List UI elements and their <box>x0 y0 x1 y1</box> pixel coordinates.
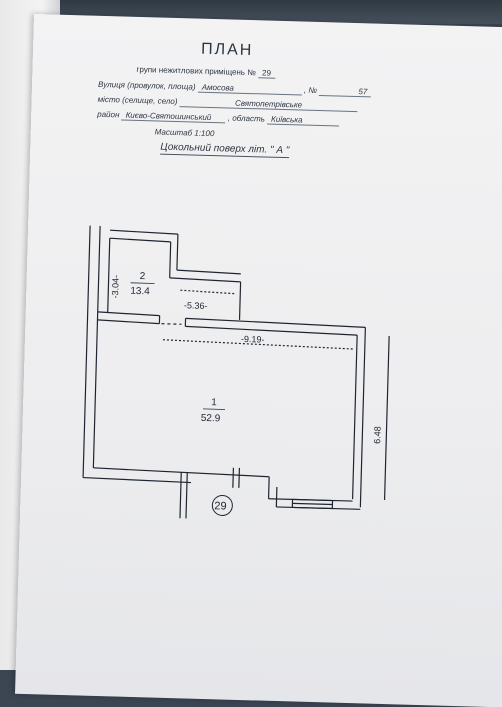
wall-room2-top-inner <box>110 238 171 242</box>
dim-left-vertical: -3.04- <box>110 275 121 299</box>
wall-left-inner <box>93 226 100 468</box>
dimension-line-top-small <box>180 290 236 294</box>
dimension-line-right <box>385 336 390 500</box>
wall-room2-left <box>108 238 110 312</box>
entrance-line-2 <box>186 472 187 518</box>
entrance-line-3 <box>233 468 234 488</box>
dimension-labels: -3.04- -5.36- -9.19- 6.48 <box>106 275 386 444</box>
wall-room2-step-outer <box>177 270 241 274</box>
room-1-number: 1 <box>211 397 217 408</box>
wall-room2-step <box>170 278 241 282</box>
entrance-line-1 <box>180 472 181 518</box>
wall-bottom-outer <box>83 478 191 483</box>
room-1-divider <box>203 409 225 410</box>
partition-left <box>98 312 160 316</box>
dim-right-vertical: 6.48 <box>372 426 382 444</box>
room-2-number: 2 <box>140 271 146 282</box>
wall-right-outer <box>360 327 365 507</box>
entrance-line-4 <box>239 468 240 488</box>
wall-room2-right-outer <box>177 234 178 270</box>
room-labels: 2 13.4 1 52.9 <box>127 271 229 425</box>
group-marker: 29 <box>212 495 233 516</box>
floor-plan-drawing: 2 13.4 1 52.9 -3.04- -5.36- -9.19- 6.48 … <box>18 14 493 587</box>
wall-room2-right <box>240 282 241 320</box>
wall-room2-right-upper <box>170 242 171 278</box>
wall-left-outer <box>83 226 90 478</box>
dim-top-large: -9.19- <box>241 334 265 345</box>
document-sheet: ПЛАН групи нежитлових приміщень № 29 Вул… <box>15 14 502 707</box>
partition-right <box>185 318 365 327</box>
door-opening <box>161 324 181 325</box>
wall-bottom-step <box>269 477 270 499</box>
room-2-divider <box>131 283 155 284</box>
wall-right-inner <box>353 335 358 499</box>
group-marker-number: 29 <box>214 500 227 512</box>
partition-right-lower <box>185 326 357 335</box>
window-bottom-pane <box>292 503 332 504</box>
dim-top-small: -5.36- <box>184 300 208 311</box>
room-1-area: 52.9 <box>201 413 221 425</box>
room-2-area: 13.4 <box>130 286 150 298</box>
plan-walls <box>82 226 392 524</box>
partition-left-lower <box>97 320 159 324</box>
wall-bottom-step-outer <box>276 487 277 507</box>
wall-room2-top <box>110 230 178 234</box>
